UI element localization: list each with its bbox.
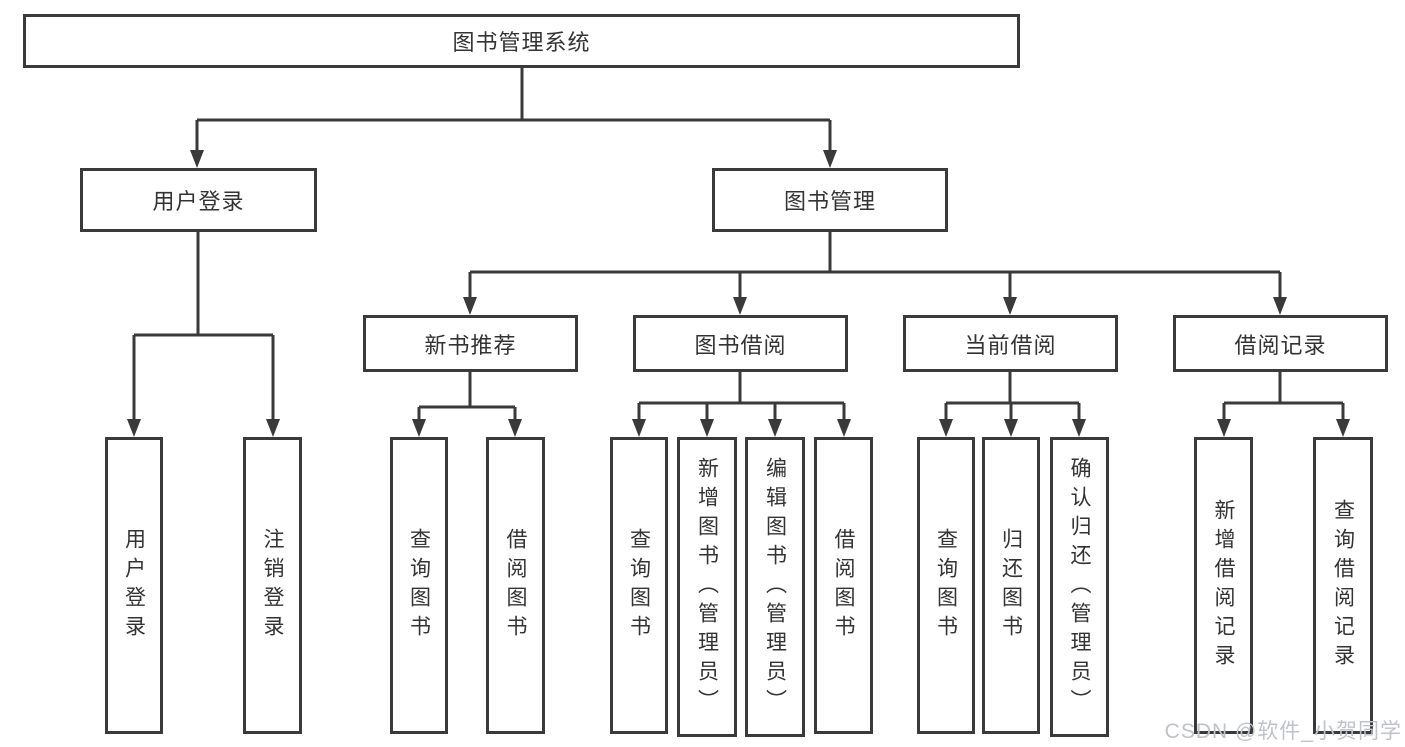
- arrow-icon: [837, 419, 851, 437]
- arrow-icon: [508, 419, 522, 437]
- arrowheads: [127, 150, 1350, 437]
- arrow-icon: [190, 150, 204, 168]
- connector-current-borrow: [944, 372, 1081, 421]
- arrow-icon: [412, 419, 426, 437]
- connector-user-login: [132, 232, 275, 421]
- arrow-icon: [1336, 419, 1350, 437]
- arrow-icon: [768, 419, 782, 437]
- arrow-icon: [463, 297, 477, 315]
- leaf-query-books-borrow: 查询图书: [610, 437, 668, 734]
- leaf-borrow-books-recommend: 借阅图书: [486, 437, 545, 734]
- arrow-icon: [939, 419, 953, 437]
- node-new-book-recommend: 新书推荐: [363, 315, 578, 372]
- leaf-add-book-admin: 新增图书（管理员）: [677, 437, 737, 737]
- csdn-watermark: CSDN @软件_小贺同学: [1164, 720, 1402, 743]
- arrow-icon: [1217, 419, 1231, 437]
- node-root-library-system: 图书管理系统: [23, 14, 1020, 68]
- arrow-icon: [1072, 419, 1086, 437]
- connector-book-management: [468, 232, 1282, 299]
- connector-book-borrow: [637, 372, 846, 421]
- connector-new-book-recommend: [417, 372, 517, 421]
- node-book-management: 图书管理: [712, 168, 948, 232]
- leaf-confirm-return-admin: 确认归还（管理员）: [1050, 437, 1109, 737]
- arrow-icon: [823, 150, 837, 168]
- arrow-icon: [1273, 297, 1287, 315]
- leaf-query-books-recommend: 查询图书: [390, 437, 448, 734]
- arrow-icon: [700, 419, 714, 437]
- node-book-borrow: 图书借阅: [633, 315, 848, 372]
- leaf-user-login: 用户登录: [105, 437, 163, 734]
- arrow-icon: [733, 297, 747, 315]
- node-user-login: 用户登录: [80, 168, 317, 232]
- node-current-borrow: 当前借阅: [903, 315, 1118, 372]
- connector-borrow-records: [1222, 372, 1345, 421]
- leaf-borrow-books: 借阅图书: [814, 437, 873, 734]
- leaf-query-borrow-record: 查询借阅记录: [1313, 437, 1373, 734]
- arrow-icon: [266, 419, 280, 437]
- leaf-add-borrow-record: 新增借阅记录: [1194, 437, 1253, 734]
- arrow-icon: [632, 419, 646, 437]
- leaf-edit-book-admin: 编辑图书（管理员）: [745, 437, 805, 737]
- node-borrow-records: 借阅记录: [1173, 315, 1388, 372]
- arrow-icon: [127, 419, 141, 437]
- leaf-query-books-current: 查询图书: [917, 437, 975, 734]
- leaf-logout: 注销登录: [243, 437, 302, 734]
- connector-root: [195, 68, 832, 152]
- arrow-icon: [1004, 419, 1018, 437]
- arrow-icon: [1003, 297, 1017, 315]
- leaf-return-book: 归还图书: [982, 437, 1040, 734]
